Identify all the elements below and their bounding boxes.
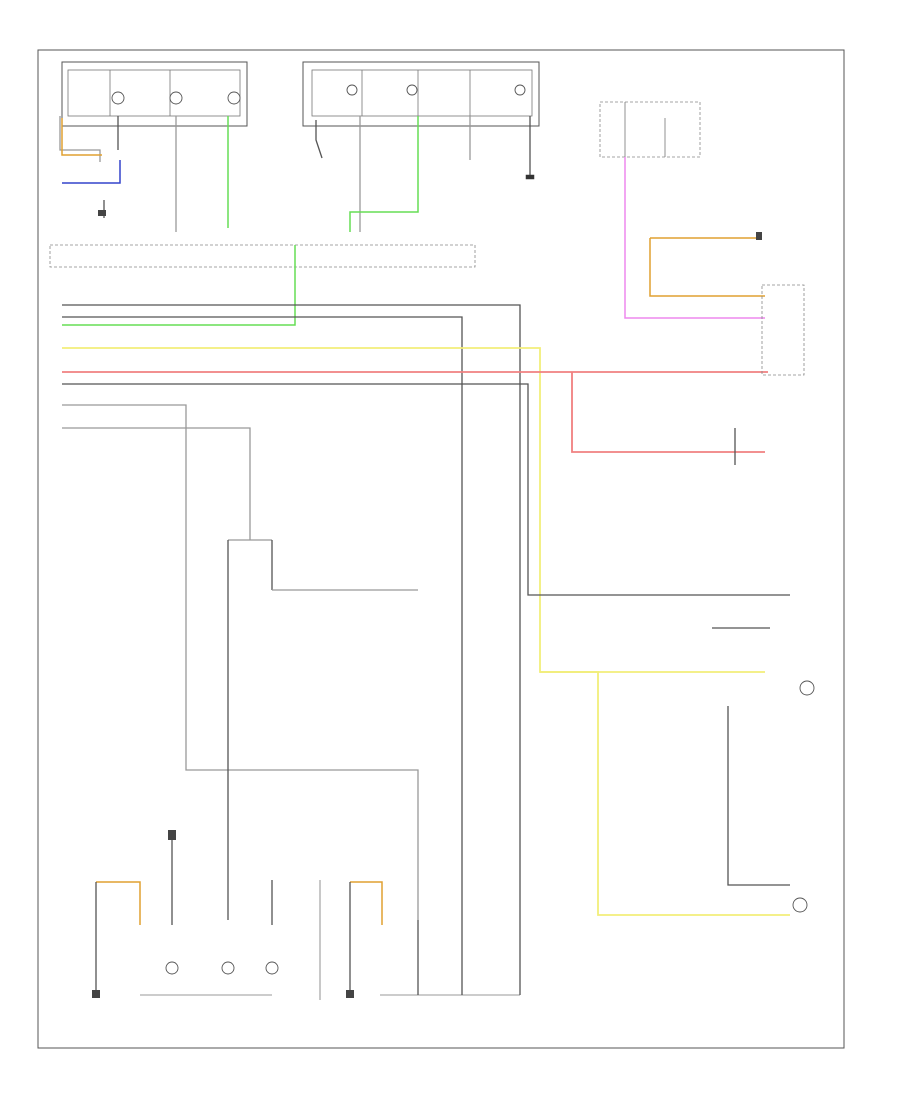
connector-block-right: [761, 284, 805, 376]
switch-assembly: [599, 101, 701, 158]
connector-icon: [346, 990, 354, 998]
connector-icon: [92, 990, 100, 998]
lamp-bulb-icon: [111, 91, 125, 105]
wire-orange-3: [96, 881, 141, 925]
wire-green-2: [349, 116, 419, 232]
connector-icon: [168, 830, 176, 840]
lamp-bulb-icon: [227, 91, 241, 105]
diagram-border: [37, 49, 845, 1049]
lamp-bulb-icon: [799, 680, 815, 696]
ground-icon: [525, 174, 535, 180]
wire-red-2: [571, 372, 765, 453]
lamp-bulb-icon: [346, 84, 358, 96]
connector-block-left: [49, 244, 476, 268]
wire-green-3: [62, 245, 296, 326]
wire-blue: [62, 160, 121, 184]
connector-pins: [92, 210, 762, 998]
lamp-bulb-icon: [406, 84, 418, 96]
wire-orange-2: [649, 237, 765, 297]
wire-pink: [624, 157, 765, 319]
lamp-bulb-icon: [169, 91, 183, 105]
wire-orange: [61, 118, 102, 156]
wire-yellow: [62, 347, 790, 916]
left-lamp-assembly: [61, 61, 248, 127]
lamp-bulb-icon: [792, 897, 808, 913]
lamp-bulb-icon: [265, 961, 279, 975]
lamp-bulb-icon: [514, 84, 526, 96]
connector-icon: [756, 232, 762, 240]
bottom-left-assembly: [95, 840, 279, 998]
connector-icon: [98, 210, 106, 216]
rear-lamp-assembly: [302, 61, 540, 127]
wire-orange-4: [350, 881, 383, 925]
lamp-bulb-icon: [221, 961, 235, 975]
lamp-bulb-icon: [165, 961, 179, 975]
bottom-right-assembly: [319, 880, 521, 1000]
